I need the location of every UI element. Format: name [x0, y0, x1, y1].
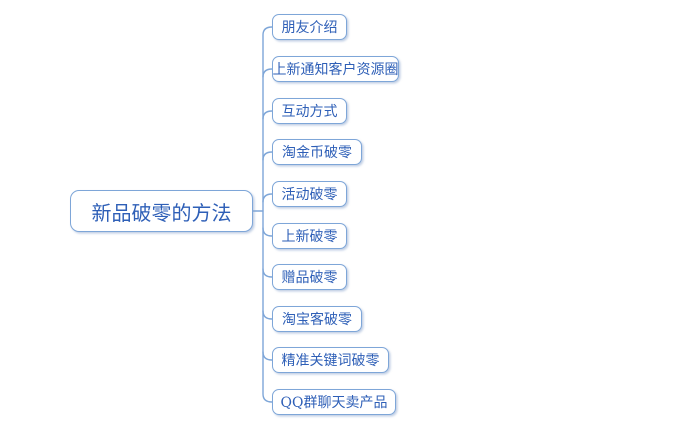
child-node-friend-intro[interactable]: 朋友介绍: [272, 14, 347, 40]
child-node-label: 活动破零: [281, 187, 338, 203]
child-node-new-arrival-notify[interactable]: 上新通知客户资源圈: [272, 56, 399, 82]
connector-branch: [262, 268, 273, 278]
root-node-label: 新品破零的方法: [91, 200, 232, 225]
child-node-taobao-ke[interactable]: 淘宝客破零: [272, 306, 362, 332]
child-node-label: 淘宝客破零: [282, 312, 352, 328]
connector-branch: [262, 351, 273, 361]
child-node-label: 朋友介绍: [281, 20, 338, 36]
child-node-label: 精准关键词破零: [281, 353, 380, 369]
connector-branch: [262, 68, 273, 78]
child-node-precise-keyword[interactable]: 精准关键词破零: [272, 347, 389, 373]
child-node-label: 赠品破零: [281, 270, 338, 286]
child-node-interaction[interactable]: 互动方式: [272, 98, 347, 124]
child-node-label: 上新破零: [281, 229, 338, 245]
child-node-label: 上新通知客户资源圈: [272, 62, 399, 78]
child-node-label: QQ群聊天卖产品: [280, 395, 388, 411]
connector-branch: [262, 151, 273, 161]
child-node-label: 互动方式: [281, 104, 338, 120]
connector-branch: [262, 227, 273, 237]
connector-branch: [262, 193, 273, 203]
connector-branch: [262, 110, 273, 120]
child-node-gift[interactable]: 赠品破零: [272, 264, 347, 290]
connector-trunk: [262, 26, 273, 403]
child-node-gold-coin[interactable]: 淘金币破零: [272, 139, 362, 165]
child-node-label: 淘金币破零: [282, 145, 352, 161]
child-node-qq-group[interactable]: QQ群聊天卖产品: [272, 389, 396, 415]
connector-branch: [262, 310, 273, 320]
root-node[interactable]: 新品破零的方法: [70, 190, 253, 232]
child-node-activity[interactable]: 活动破零: [272, 181, 347, 207]
child-node-new-arrival[interactable]: 上新破零: [272, 223, 347, 249]
